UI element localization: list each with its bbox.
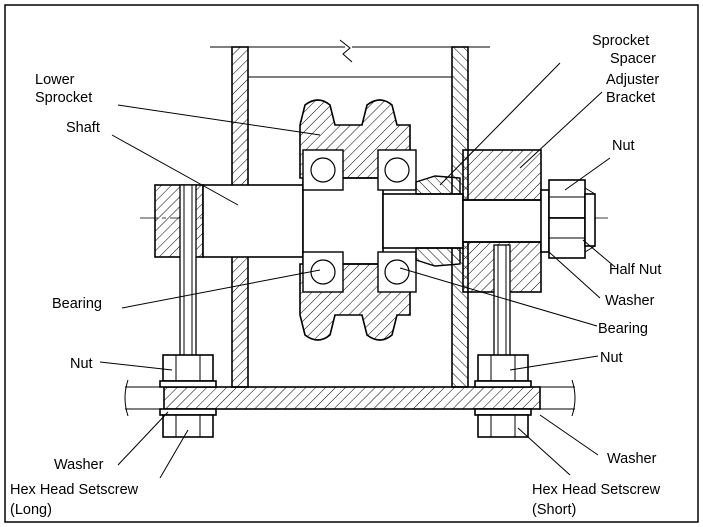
figure-border [4,4,699,523]
label-lower-sprocket-line2: Sprocket [35,90,92,106]
label-nut-top: Nut [612,138,635,154]
label-sprocket-spacer-line1: Sprocket [592,33,649,49]
leader-lines [99,62,616,479]
label-washer-right-top: Washer [605,293,655,309]
label-setscrew-left-line2: (Long) [10,502,52,518]
label-sprocket-spacer-line2: Spacer [610,51,656,67]
washer-shaft [540,189,550,253]
label-bearing-right: Bearing [598,321,648,337]
label-adjuster-bracket-line1: Adjuster [606,72,659,88]
setscrew-left [159,184,217,438]
label-nut-left: Nut [70,356,93,372]
label-adjuster-bracket-line2: Bracket [606,90,655,106]
label-washer-left: Washer [54,457,104,473]
label-washer-right: Washer [607,451,657,467]
label-setscrew-left-line1: Hex Head Setscrew [10,482,139,498]
label-nut-right: Nut [600,350,623,366]
bearing-right [377,149,417,293]
sprocket-spacer [415,175,461,267]
label-setscrew-right-line1: Hex Head Setscrew [532,482,661,498]
label-shaft: Shaft [66,120,100,136]
label-half-nut: Half Nut [609,262,661,278]
label-setscrew-right-line2: (Short) [532,502,576,518]
label-lower-sprocket-line1: Lower [35,72,75,88]
setscrew-right [474,244,532,438]
label-bearing-left: Bearing [52,296,102,312]
hex-nut-shaft [548,179,596,259]
adjuster-bracket [462,149,542,293]
